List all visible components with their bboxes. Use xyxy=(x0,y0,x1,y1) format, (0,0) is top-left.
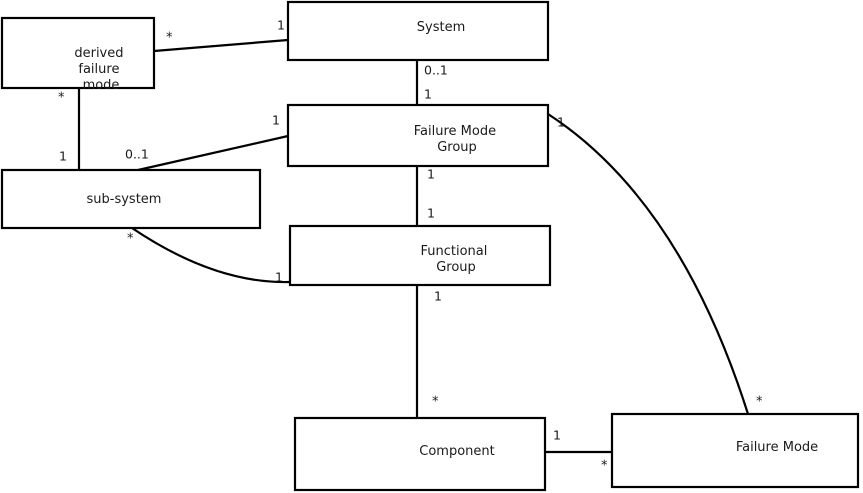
multiplicity-label: 1 xyxy=(427,167,435,182)
node-label-line: failure xyxy=(78,62,119,77)
node-label-line: mode xyxy=(83,78,120,93)
node-derived-failure-mode[interactable] xyxy=(0,16,156,90)
multiplicity-label: 1 xyxy=(557,115,565,130)
edge-derived-to-system[interactable] xyxy=(153,38,289,53)
node-failure-mode-group[interactable] xyxy=(286,103,550,168)
multiplicity-label: 0..1 xyxy=(424,63,448,78)
node-label-failure-mode-group: Failure Mode Group xyxy=(414,124,500,155)
multiplicity-label: * xyxy=(58,91,65,106)
node-label-failure-mode: Failure Mode xyxy=(736,440,818,455)
multiplicity-label: * xyxy=(756,395,763,410)
multiplicity-label: 1 xyxy=(427,206,435,221)
multiplicity-label: * xyxy=(601,459,608,474)
node-label-line: derived xyxy=(74,46,123,61)
node-label-system: System xyxy=(417,20,465,35)
multiplicity-label: 1 xyxy=(553,428,561,443)
multiplicity-label: 1 xyxy=(272,113,280,128)
node-label-line: Component xyxy=(419,444,494,459)
node-component[interactable] xyxy=(293,416,547,492)
multiplicity-label: 1 xyxy=(275,270,283,285)
node-system-box[interactable] xyxy=(286,0,550,62)
node-label-line: Failure Mode xyxy=(736,440,818,455)
node-label-functional-group: Functional Group xyxy=(420,244,491,275)
node-functional-group-box[interactable] xyxy=(288,224,552,287)
multiplicity-label: 0..1 xyxy=(125,147,149,162)
node-sub-system[interactable] xyxy=(0,168,262,230)
node-label-line: System xyxy=(417,20,465,35)
node-label-line: Group xyxy=(436,260,476,275)
node-label-line: Failure Mode xyxy=(414,124,496,139)
multiplicity-label: * xyxy=(166,31,173,46)
node-label-line: sub-system xyxy=(87,192,162,207)
node-functional-group[interactable] xyxy=(288,224,552,287)
edge-layer xyxy=(77,38,750,454)
node-system[interactable] xyxy=(286,0,550,62)
node-sub-system-box[interactable] xyxy=(0,168,262,230)
node-derived-failure-mode-box[interactable] xyxy=(0,16,156,90)
node-label-component: Component xyxy=(419,444,494,459)
edge-failure-mode-group-to-failure-mode[interactable] xyxy=(547,113,750,415)
multiplicity-label: 1 xyxy=(59,149,67,164)
node-component-box[interactable] xyxy=(293,416,547,492)
node-failure-mode-box[interactable] xyxy=(610,412,860,489)
multiplicity-label: 1 xyxy=(277,18,285,33)
edge-subsystem-to-failure-mode-group[interactable] xyxy=(137,134,289,172)
multiplicity-label: 1 xyxy=(434,289,442,304)
node-failure-mode[interactable] xyxy=(610,412,860,489)
node-label-layer: derived failure mode System Failure Mode… xyxy=(74,20,818,459)
multiplicity-label: 1 xyxy=(424,87,432,102)
node-label-line: Group xyxy=(437,140,477,155)
node-label-sub-system: sub-system xyxy=(87,192,162,207)
node-failure-mode-group-box[interactable] xyxy=(286,103,550,168)
multiplicity-label: * xyxy=(127,232,134,247)
edge-subsystem-to-functional-group[interactable] xyxy=(131,227,291,284)
multiplicity-label-layer: * 1 * 1 0..1 1 0..1 1 1 1 * 1 1 * 1 * 1 * xyxy=(58,18,763,474)
node-label-derived-failure-mode: derived failure mode xyxy=(74,46,127,93)
multiplicity-label: * xyxy=(432,395,439,410)
node-label-line: Functional xyxy=(420,244,487,259)
